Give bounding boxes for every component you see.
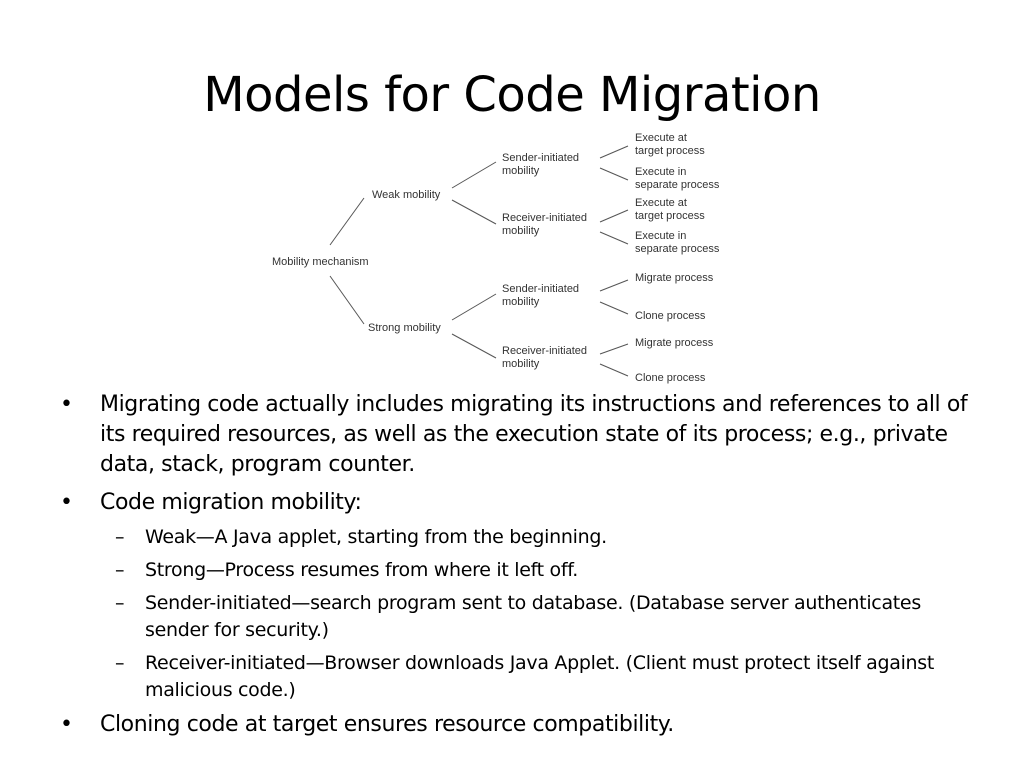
leaf2-line1: Execute in <box>635 166 686 178</box>
edge-strong-sender <box>451 293 497 321</box>
sub-bullet-text: Strong—Process resumes from where it lef… <box>145 559 578 581</box>
bullet-text: Cloning code at target ensures resource … <box>100 712 674 737</box>
leaf-migrate-process-1: Migrate process <box>635 272 714 284</box>
leaf1-line2: target process <box>635 145 705 157</box>
sub-bullet-mark: – <box>115 559 125 581</box>
edge-strong-receiver <box>451 333 497 359</box>
bullet-text: Migrating code actually includes migrati… <box>100 392 968 477</box>
edge-weak-sender <box>451 161 497 189</box>
sub-bullet-item: – Strong—Process resumes from where it l… <box>60 557 990 584</box>
node-weak-sender-line1: Sender-initiated <box>502 152 579 164</box>
leaf1-line1: Execute at <box>635 132 687 144</box>
bullet-item: • Cloning code at target ensures resourc… <box>60 710 990 740</box>
edge-leaf8 <box>599 363 629 377</box>
sub-bullet-text: Weak—A Java applet, starting from the be… <box>145 526 607 548</box>
leaf3-line2: target process <box>635 210 705 222</box>
bullet-mark: • <box>60 490 73 515</box>
node-weak-sender: Sender-initiated mobility <box>502 152 582 177</box>
node-strong-sender: Sender-initiated mobility <box>502 283 582 308</box>
leaf-clone-process-2: Clone process <box>635 372 706 384</box>
edge-leaf6 <box>599 301 629 315</box>
sub-bullet-mark: – <box>115 592 125 614</box>
leaf-execute-target-1: Execute at target process <box>635 132 705 157</box>
edge-leaf5 <box>599 279 629 292</box>
bullet-mark: • <box>60 712 73 737</box>
node-strong-sender-line1: Sender-initiated <box>502 283 579 295</box>
edge-root-weak <box>329 197 365 246</box>
node-strong-mobility: Strong mobility <box>368 322 441 334</box>
bullet-text: Code migration mobility: <box>100 490 362 515</box>
leaf2-line2: separate process <box>635 179 720 191</box>
edge-leaf1 <box>599 145 629 159</box>
bullet-item: • Code migration mobility: <box>60 488 990 518</box>
sub-bullet-item: – Sender-initiated—search program sent t… <box>60 590 990 644</box>
node-strong-receiver-line1: Receiver-initiated <box>502 345 587 357</box>
leaf-migrate-process-2: Migrate process <box>635 337 714 349</box>
edge-weak-receiver <box>451 199 497 225</box>
leaf-execute-separate-2: Execute in separate process <box>635 230 720 255</box>
node-strong-receiver-line2: mobility <box>502 358 540 370</box>
slide-title: Models for Code Migration <box>203 67 821 123</box>
leaf4-line2: separate process <box>635 243 720 255</box>
edge-leaf7 <box>599 343 629 355</box>
edge-leaf4 <box>599 231 629 245</box>
leaf-execute-target-2: Execute at target process <box>635 197 705 222</box>
leaf-execute-separate-1: Execute in separate process <box>635 166 720 191</box>
bullet-list: • Migrating code actually includes migra… <box>60 390 990 748</box>
node-weak-mobility: Weak mobility <box>372 189 441 201</box>
sub-bullet-mark: – <box>115 652 125 674</box>
sub-bullet-item: – Weak—A Java applet, starting from the … <box>60 524 990 551</box>
edge-root-strong <box>329 275 365 325</box>
edge-leaf3 <box>599 209 629 223</box>
leaf-clone-process-1: Clone process <box>635 310 706 322</box>
sub-bullet-text: Receiver-initiated—Browser downloads Jav… <box>145 652 935 701</box>
mobility-diagram: Mobility mechanism Weak mobility Strong … <box>272 132 720 384</box>
sub-bullet-item: – Receiver-initiated—Browser downloads J… <box>60 650 990 704</box>
sub-bullet-text: Sender-initiated—search program sent to … <box>145 592 921 641</box>
node-weak-receiver: Receiver-initiated mobility <box>502 212 590 237</box>
leaf4-line1: Execute in <box>635 230 686 242</box>
node-weak-receiver-line2: mobility <box>502 225 540 237</box>
sub-bullet-mark: – <box>115 526 125 548</box>
node-weak-sender-line2: mobility <box>502 165 540 177</box>
sub-bullet-list: – Weak—A Java applet, starting from the … <box>60 524 990 704</box>
edge-leaf2 <box>599 167 629 181</box>
node-mobility-mechanism: Mobility mechanism <box>272 256 369 268</box>
bullet-mark: • <box>60 392 73 417</box>
node-strong-receiver: Receiver-initiated mobility <box>502 345 590 370</box>
leaf3-line1: Execute at <box>635 197 687 209</box>
bullet-item: • Migrating code actually includes migra… <box>60 390 990 480</box>
node-strong-sender-line2: mobility <box>502 296 540 308</box>
node-weak-receiver-line1: Receiver-initiated <box>502 212 587 224</box>
